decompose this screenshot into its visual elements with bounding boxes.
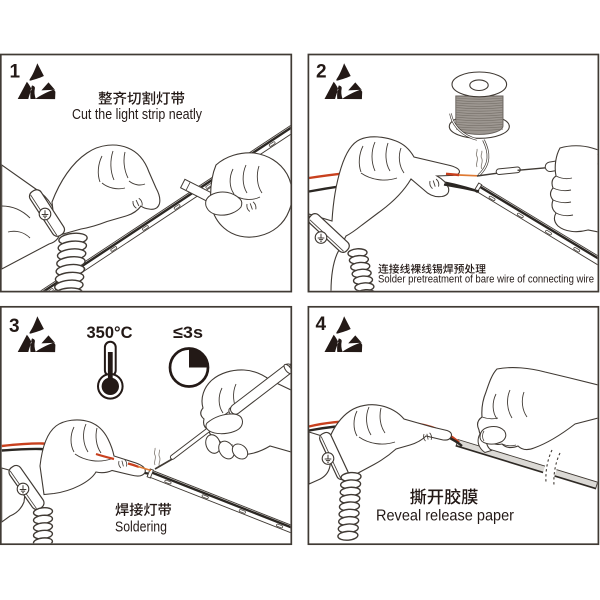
svg-text:2: 2 <box>316 62 327 83</box>
svg-text:Soldering: Soldering <box>115 519 167 536</box>
svg-text:350°C: 350°C <box>87 323 133 342</box>
svg-text:1: 1 <box>10 62 21 83</box>
svg-text:3: 3 <box>9 316 20 337</box>
svg-text:≤3s: ≤3s <box>173 323 203 342</box>
svg-text:Cut the light strip neatly: Cut the light strip neatly <box>72 106 202 123</box>
svg-text:4: 4 <box>316 314 327 335</box>
svg-text:Reveal release paper: Reveal release paper <box>376 508 515 525</box>
svg-text:Solder pretreatment of bare wi: Solder pretreatment of bare wire of conn… <box>378 274 594 286</box>
